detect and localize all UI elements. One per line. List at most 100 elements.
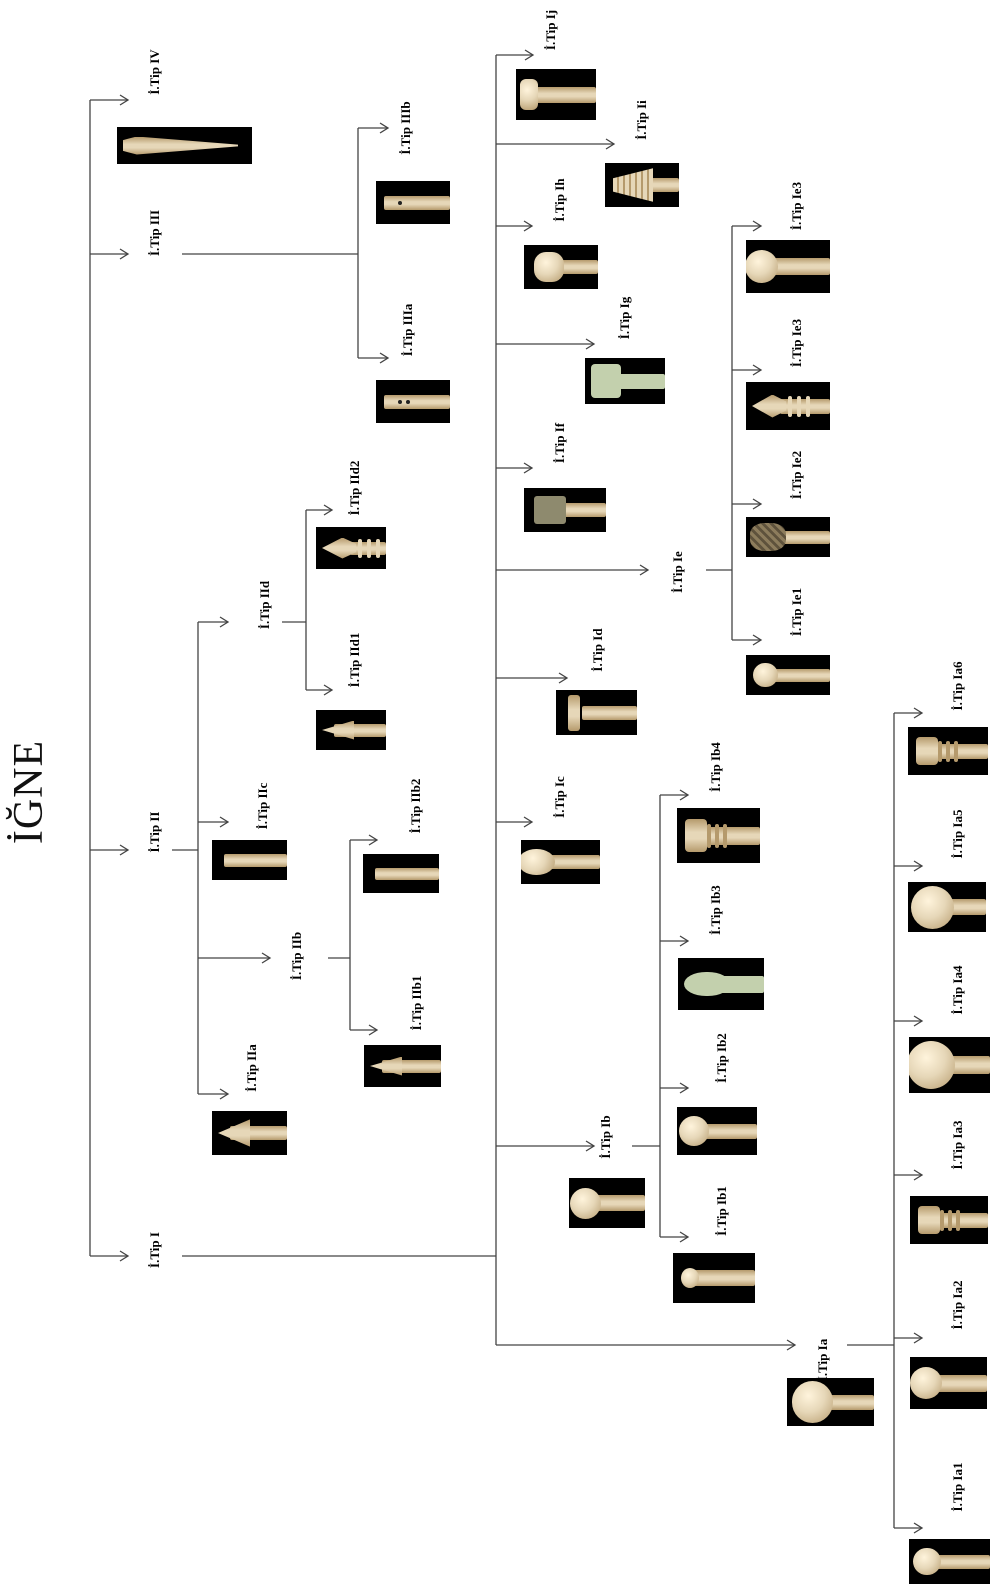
node-label-ib2: İ.Tip Ib2 [714,1033,729,1083]
artifact-shaft [780,399,830,414]
artifact-photo-ib [569,1178,645,1228]
artifact-shaft [582,706,637,720]
node-label-iid2: İ.Tip IId2 [347,460,362,516]
artifact-ring [376,539,380,558]
artifact-photo-iid1 [316,710,386,750]
artifact-body [123,136,238,155]
node-label-iic: İ.Tip IIc [255,782,270,830]
arrowhead-icon [585,1140,596,1152]
artifact-shaft [558,503,606,517]
node-label-ia2: İ.Tip Ia2 [950,1280,965,1330]
arrowhead-icon [119,844,130,856]
artifact-head [753,662,778,688]
artifact-ring [358,539,362,558]
artifact-ring [956,1210,960,1231]
artifact-photo-ie2 [746,517,830,557]
artifact-shaft [375,868,439,880]
artifact-shaft [384,196,450,210]
artifact-photo-ib3 [678,958,764,1010]
artifact-photo-ig [585,358,665,404]
artifact-photo-iic [212,840,287,880]
arrowhead-icon [913,860,924,872]
arrowhead-icon [261,952,272,964]
artifact-head [750,523,786,551]
arrowhead-icon [368,834,379,846]
artifact-ring [723,824,727,848]
node-label-iid: İ.Tip IId [257,580,272,630]
node-label-ia1: İ.Tip Ia1 [950,1462,965,1512]
artifact-head [534,495,566,525]
arrowhead-icon [752,220,763,232]
artifact-shaft [645,178,679,192]
artifact-shaft [693,1270,755,1286]
artifact-shaft [595,1195,645,1211]
node-label-ih: İ.Tip Ih [552,178,567,222]
artifact-ring [788,396,792,417]
arrowhead-icon [323,684,334,696]
artifact-shaft [772,669,830,682]
arrowhead-icon [913,1332,924,1344]
artifact-shaft [703,827,760,845]
node-label-iid1: İ.Tip IId1 [347,632,362,688]
artifact-head [746,250,778,283]
arrowhead-icon [219,616,230,628]
artifact-head [752,394,786,418]
node-label-iia: İ.Tip IIa [244,1044,259,1092]
node-label-i: İ.Tip I [147,1232,162,1268]
artifact-shaft [558,260,598,274]
node-label-id: İ.Tip Id [590,628,605,672]
node-label-ib1: İ.Tip Ib1 [714,1186,729,1236]
artifact-ring [938,741,942,762]
artifact-ring [948,1210,952,1231]
artifact-head [685,819,707,852]
arrowhead-icon [913,1169,924,1181]
arrowhead-icon [752,634,763,646]
artifact-tip [218,1119,250,1147]
artifact-photo-iib2 [363,854,439,893]
arrowhead-icon [913,1015,924,1027]
artifact-photo-ia3 [910,1196,988,1244]
node-label-ie3b: İ.Tip Ie3 [789,181,804,231]
node-label-ie1: İ.Tip Ie1 [789,587,804,637]
node-label-iii: İ.Tip Ii [634,100,649,140]
artifact-photo-ib4 [677,808,760,863]
arrowhead-icon [752,498,763,510]
artifact-photo-iiib [376,181,450,224]
artifact-photo-ie3a [746,382,830,430]
node-label-ia4: İ.Tip Ia4 [950,965,965,1015]
node-label-if: İ.Tip If [552,422,567,464]
artifact-photo-ib1 [673,1253,755,1303]
artifact-head [534,252,564,282]
arrowhead-icon [913,707,924,719]
arrowhead-icon [119,248,130,260]
artifact-head [568,694,580,731]
artifact-head [521,848,555,876]
artifact-shaft [615,374,665,389]
artifact-shaft [934,744,988,759]
artifact-head [913,1547,941,1576]
artifact-ring [367,539,371,558]
artifact-hole [406,399,410,404]
artifact-photo-ia1 [909,1539,990,1584]
node-label-iiia: İ.Tip IIIa [400,303,415,357]
arrowhead-icon [786,1339,797,1351]
artifact-photo-iii [605,163,679,207]
artifact-ring [806,396,810,417]
artifact-photo-ia [787,1378,874,1426]
artifact-shaft [772,258,830,275]
artifact-hole [398,399,402,404]
artifact-head [916,736,938,766]
artifact-shaft [718,976,764,993]
artifact-photo-ia2 [910,1357,987,1409]
node-label-ie: İ.Tip Ie [670,551,685,593]
artifact-photo-ia6 [908,727,988,775]
artifact-photo-if [524,488,606,532]
node-label-ic: İ.Tip Ic [552,776,567,818]
artifact-shaft [384,395,450,409]
artifact-head [520,79,538,110]
arrowhead-icon [913,1522,924,1534]
node-label-ia5: İ.Tip Ia5 [950,809,965,859]
node-label-iiib: İ.Tip IIIb [398,101,413,155]
artifact-photo-ie3b [746,240,830,293]
artifact-shaft [528,87,596,103]
